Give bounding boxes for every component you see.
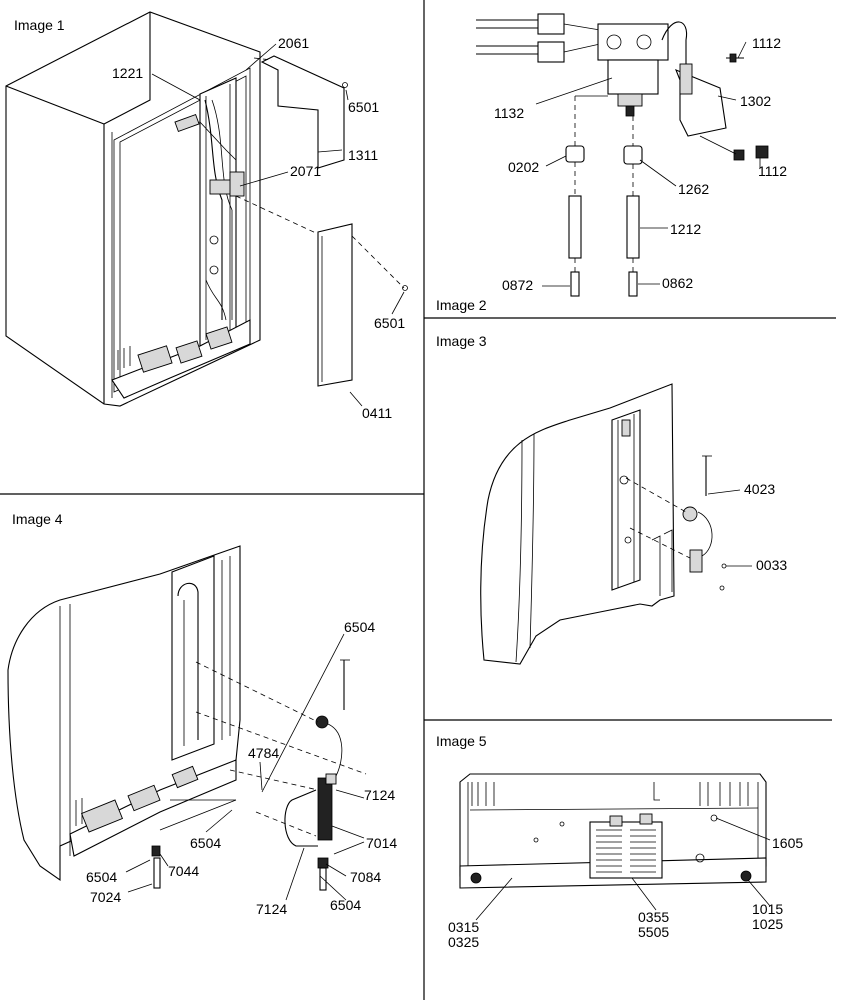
part-label: 0315 (448, 919, 479, 935)
part-label: 6504 (344, 619, 375, 635)
panel-image-2: Image 2 (436, 13, 787, 313)
part-label: 5505 (638, 924, 669, 940)
panel-5-part-labels: 1605 0315 0325 0355 5505 1015 1025 (448, 835, 803, 950)
part-label: 1112 (758, 163, 787, 179)
base-grille-drawing (459, 773, 771, 921)
rear-wiring-drawing (480, 383, 752, 665)
water-line-drawing (7, 545, 367, 901)
part-label: 1262 (678, 181, 709, 197)
water-valve-drawing (476, 13, 769, 297)
part-label: 4023 (744, 481, 775, 497)
part-label: 1605 (772, 835, 803, 851)
panel-1-title: Image 1 (14, 17, 65, 33)
part-label: 7124 (364, 787, 395, 803)
panel-4-title: Image 4 (12, 511, 63, 527)
panel-image-4: Image 4 (7, 511, 397, 917)
part-label: 6504 (190, 835, 221, 851)
part-label: 2061 (278, 35, 309, 51)
part-label: 1015 (752, 901, 783, 917)
part-label: 7044 (168, 863, 199, 879)
part-label: 0355 (638, 909, 669, 925)
panel-image-3: Image 3 (436, 333, 787, 665)
part-label: 7014 (366, 835, 397, 851)
cabinet-rear-drawing (5, 11, 408, 407)
panel-image-1: Image 1 (5, 11, 408, 421)
part-label: 7124 (256, 901, 287, 917)
part-label: 0033 (756, 557, 787, 573)
part-label: 6501 (348, 99, 379, 115)
part-label: 6501 (374, 315, 405, 331)
part-label: 1025 (752, 916, 783, 932)
panel-3-part-labels: 4023 0033 (744, 481, 787, 573)
part-label: 0872 (502, 277, 533, 293)
part-label: 1221 (112, 65, 143, 81)
part-label: 1311 (348, 147, 378, 163)
part-label: 6504 (86, 869, 117, 885)
panel-1-part-labels: 1221 2061 6501 1311 2071 6501 0411 (112, 35, 405, 421)
part-label: 2071 (290, 163, 321, 179)
panel-2-part-labels: 1112 1302 1132 0202 1262 1112 1212 0872 … (494, 35, 787, 293)
panel-2-title: Image 2 (436, 297, 487, 313)
part-label: 0325 (448, 934, 479, 950)
part-label: 1112 (752, 35, 781, 51)
part-label: 0411 (362, 405, 392, 421)
part-label: 1302 (740, 93, 771, 109)
panel-5-title: Image 5 (436, 733, 487, 749)
part-label: 4784 (248, 745, 279, 761)
part-label: 0202 (508, 159, 539, 175)
panel-3-title: Image 3 (436, 333, 487, 349)
part-label: 1132 (494, 105, 524, 121)
part-label: 6504 (330, 897, 361, 913)
part-label: 7024 (90, 889, 121, 905)
part-label: 0862 (662, 275, 693, 291)
part-label: 1212 (670, 221, 701, 237)
part-label: 7084 (350, 869, 381, 885)
panel-image-5: Image 5 (436, 733, 803, 950)
panel-4-part-labels: 6504 4784 7124 6504 7014 6504 7044 7084 … (86, 619, 397, 917)
